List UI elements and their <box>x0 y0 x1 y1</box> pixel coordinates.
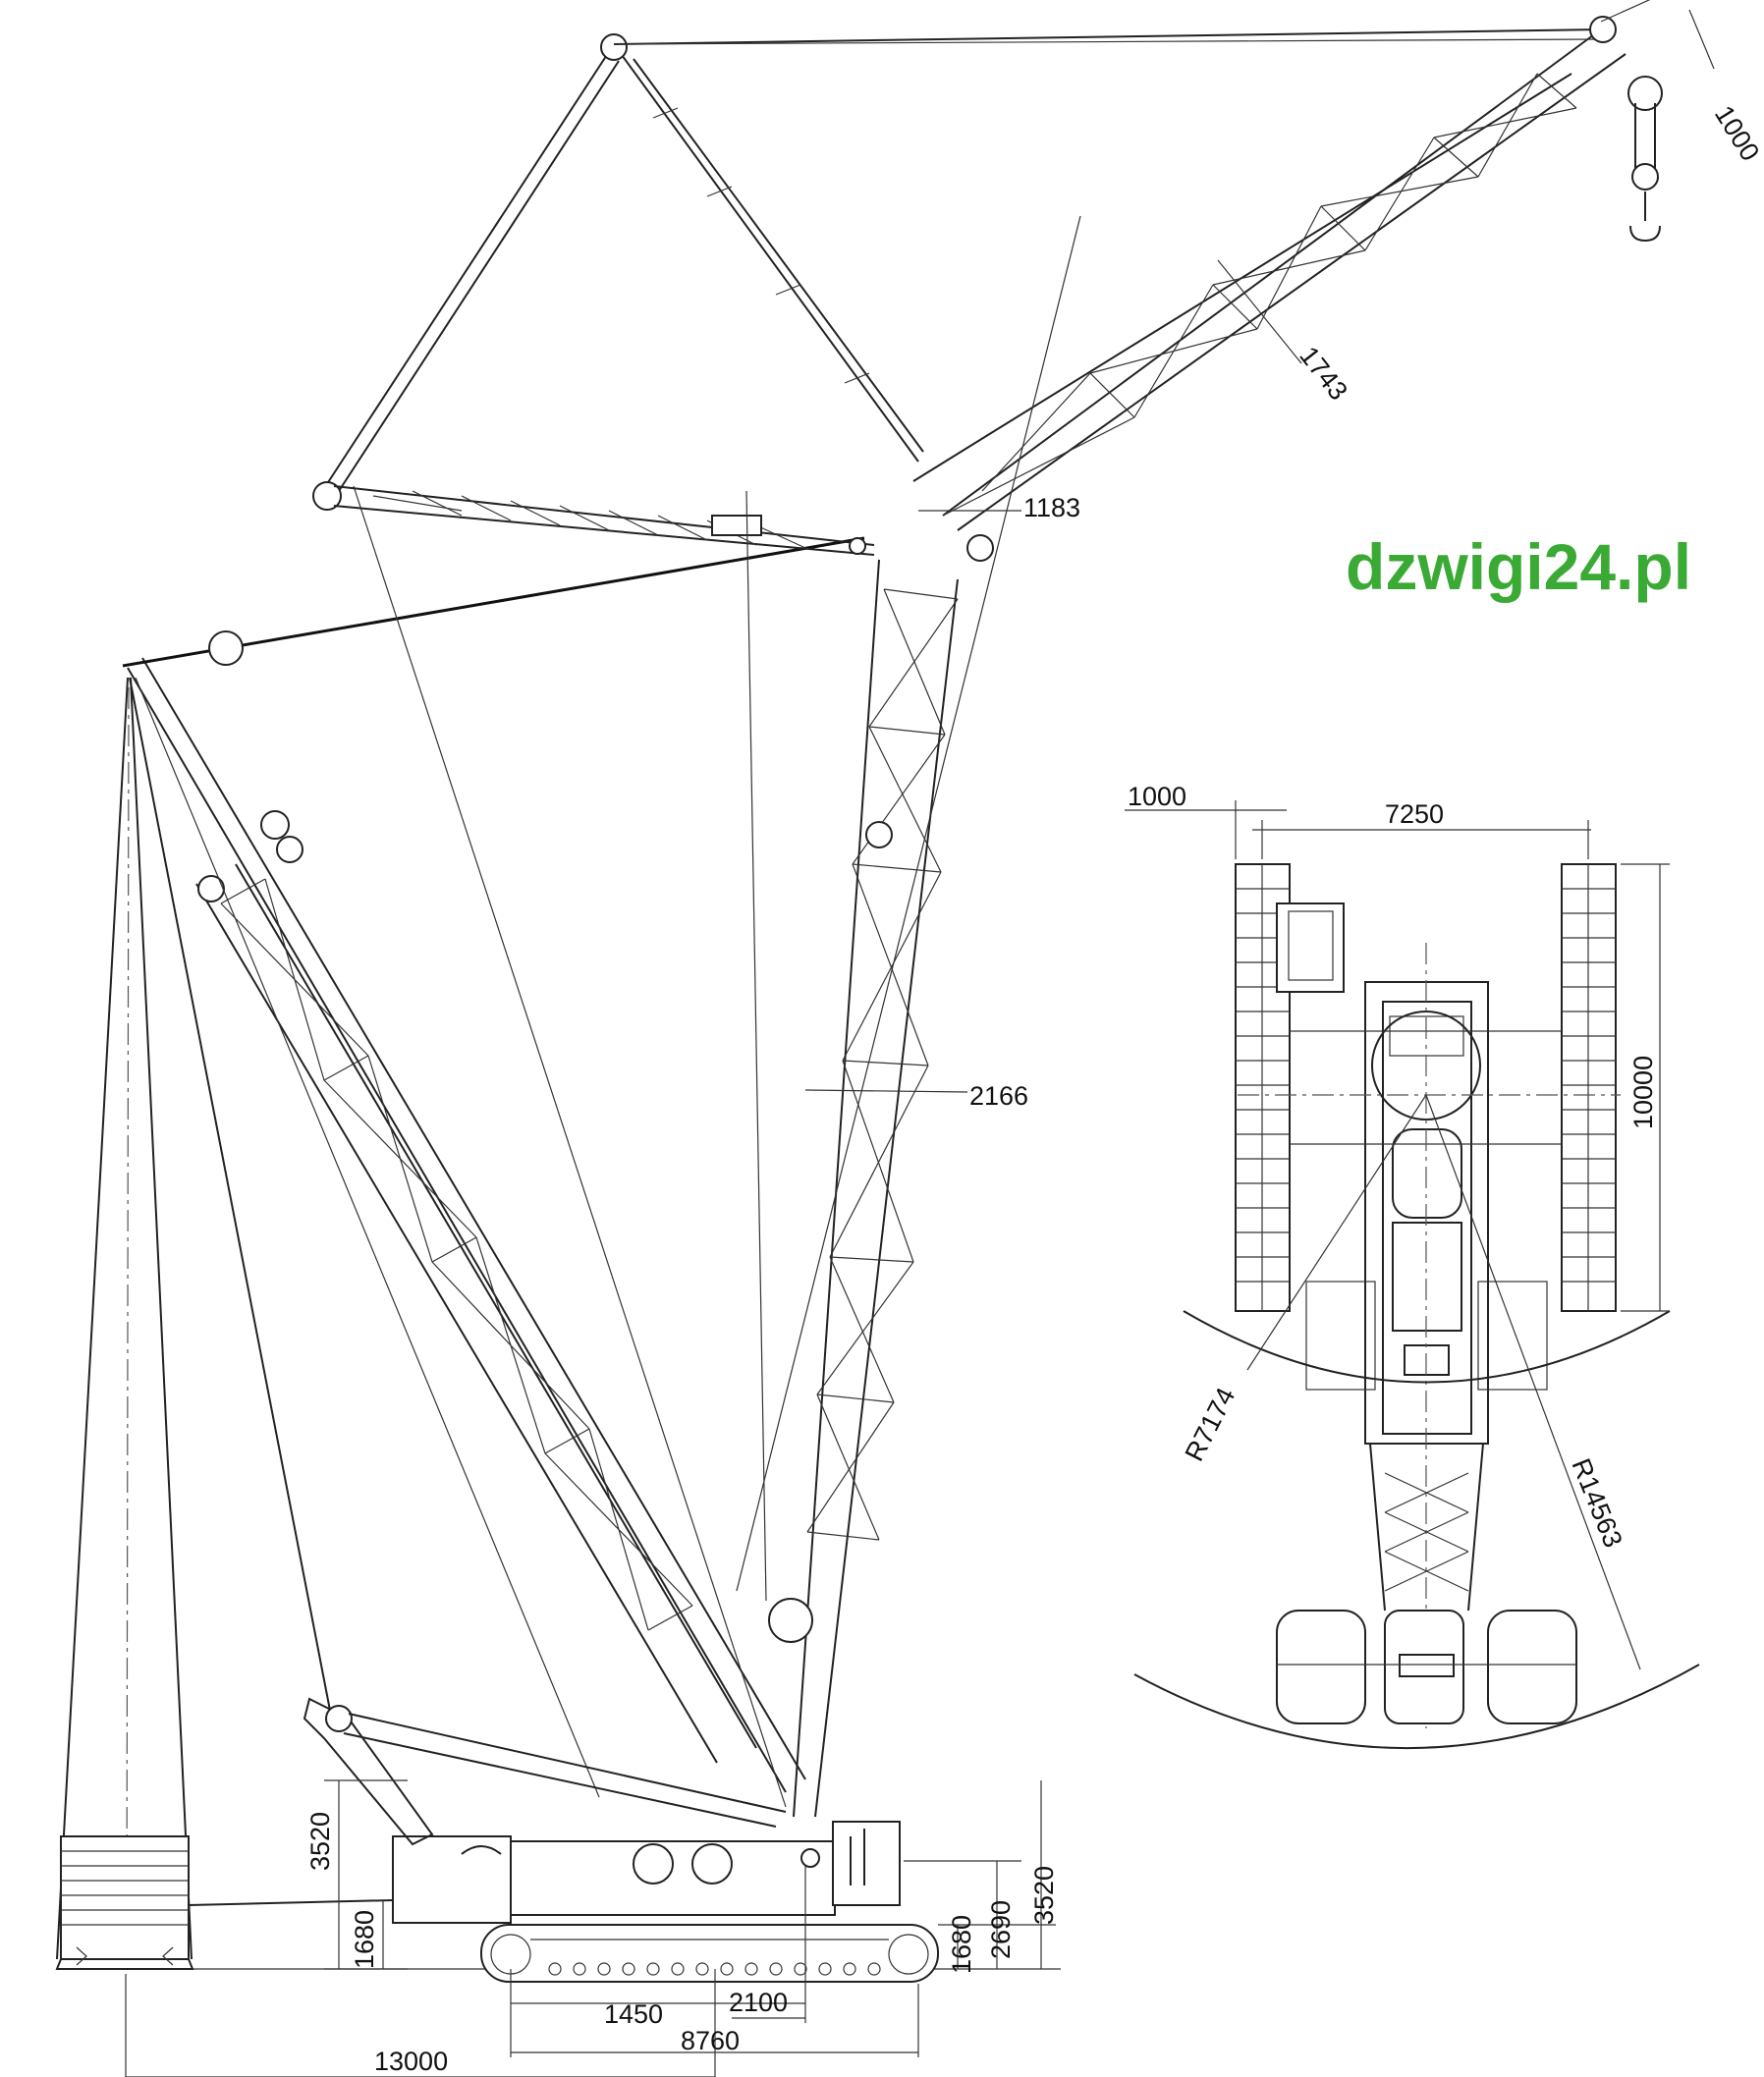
dim-jib-pivot-offset: 1183 <box>1023 493 1080 522</box>
top-stay <box>613 28 1602 45</box>
dim-rotation-center-offset: 1450 <box>604 1999 663 2029</box>
dim-crawler-length: 8760 <box>681 2026 740 2055</box>
crawler-track <box>480 1924 939 1983</box>
dim-counterweight-clearance: 1680 <box>350 1910 379 1969</box>
pendant-line <box>129 677 333 1722</box>
counterweight-tower <box>55 677 394 1970</box>
dim-carbody-height: 1680 <box>947 1915 976 1974</box>
inner-radius-arc <box>1183 1310 1671 1384</box>
dim-slewing-platform-height: 2690 <box>986 1900 1016 1959</box>
dim-track-width: 1000 <box>1128 782 1186 811</box>
backstay-line <box>122 536 865 668</box>
cab-plan <box>1276 902 1345 993</box>
dim-counterweight-height: 3520 <box>305 1812 335 1871</box>
top-view: 1000 7250 10000 R7174 R14563 <box>1125 782 1700 1749</box>
watermark-logo: dzwigi24.pl <box>1346 530 1691 603</box>
main-mast <box>768 534 994 1818</box>
dim-outer-radius: R14563 <box>1566 1454 1627 1552</box>
side-view: 1000 1743 1183 2166 3520 1680 1680 2690 … <box>55 0 1764 2077</box>
main-boom <box>912 28 1626 531</box>
side-dimension-lines <box>125 0 1715 2077</box>
superstructure <box>303 1697 901 1924</box>
jib-lower-chord <box>333 485 875 556</box>
dim-track-length: 10000 <box>1628 1056 1658 1129</box>
derrick-boom <box>127 657 806 1793</box>
jib-strut <box>312 33 924 511</box>
dim-track-gauge: 7250 <box>1385 799 1444 829</box>
carbody-plan <box>1238 943 1621 1728</box>
dim-counterweight-radius: 13000 <box>374 2047 448 2076</box>
counterweight-plan <box>1276 1610 1577 1724</box>
dim-mast-width: 2166 <box>969 1081 1028 1111</box>
dim-mast-pivot-offset: 2100 <box>729 1988 788 2017</box>
derrick-plan <box>1369 1443 1484 1612</box>
outer-radius-arc <box>1133 1664 1700 1749</box>
dim-inner-radius: R7174 <box>1180 1383 1241 1466</box>
hook-block <box>1589 16 1663 243</box>
dim-main-boom-width: 1743 <box>1294 341 1353 406</box>
dim-hook-block-offset: 1000 <box>1709 100 1764 166</box>
dim-total-base-height: 3520 <box>1029 1866 1059 1925</box>
